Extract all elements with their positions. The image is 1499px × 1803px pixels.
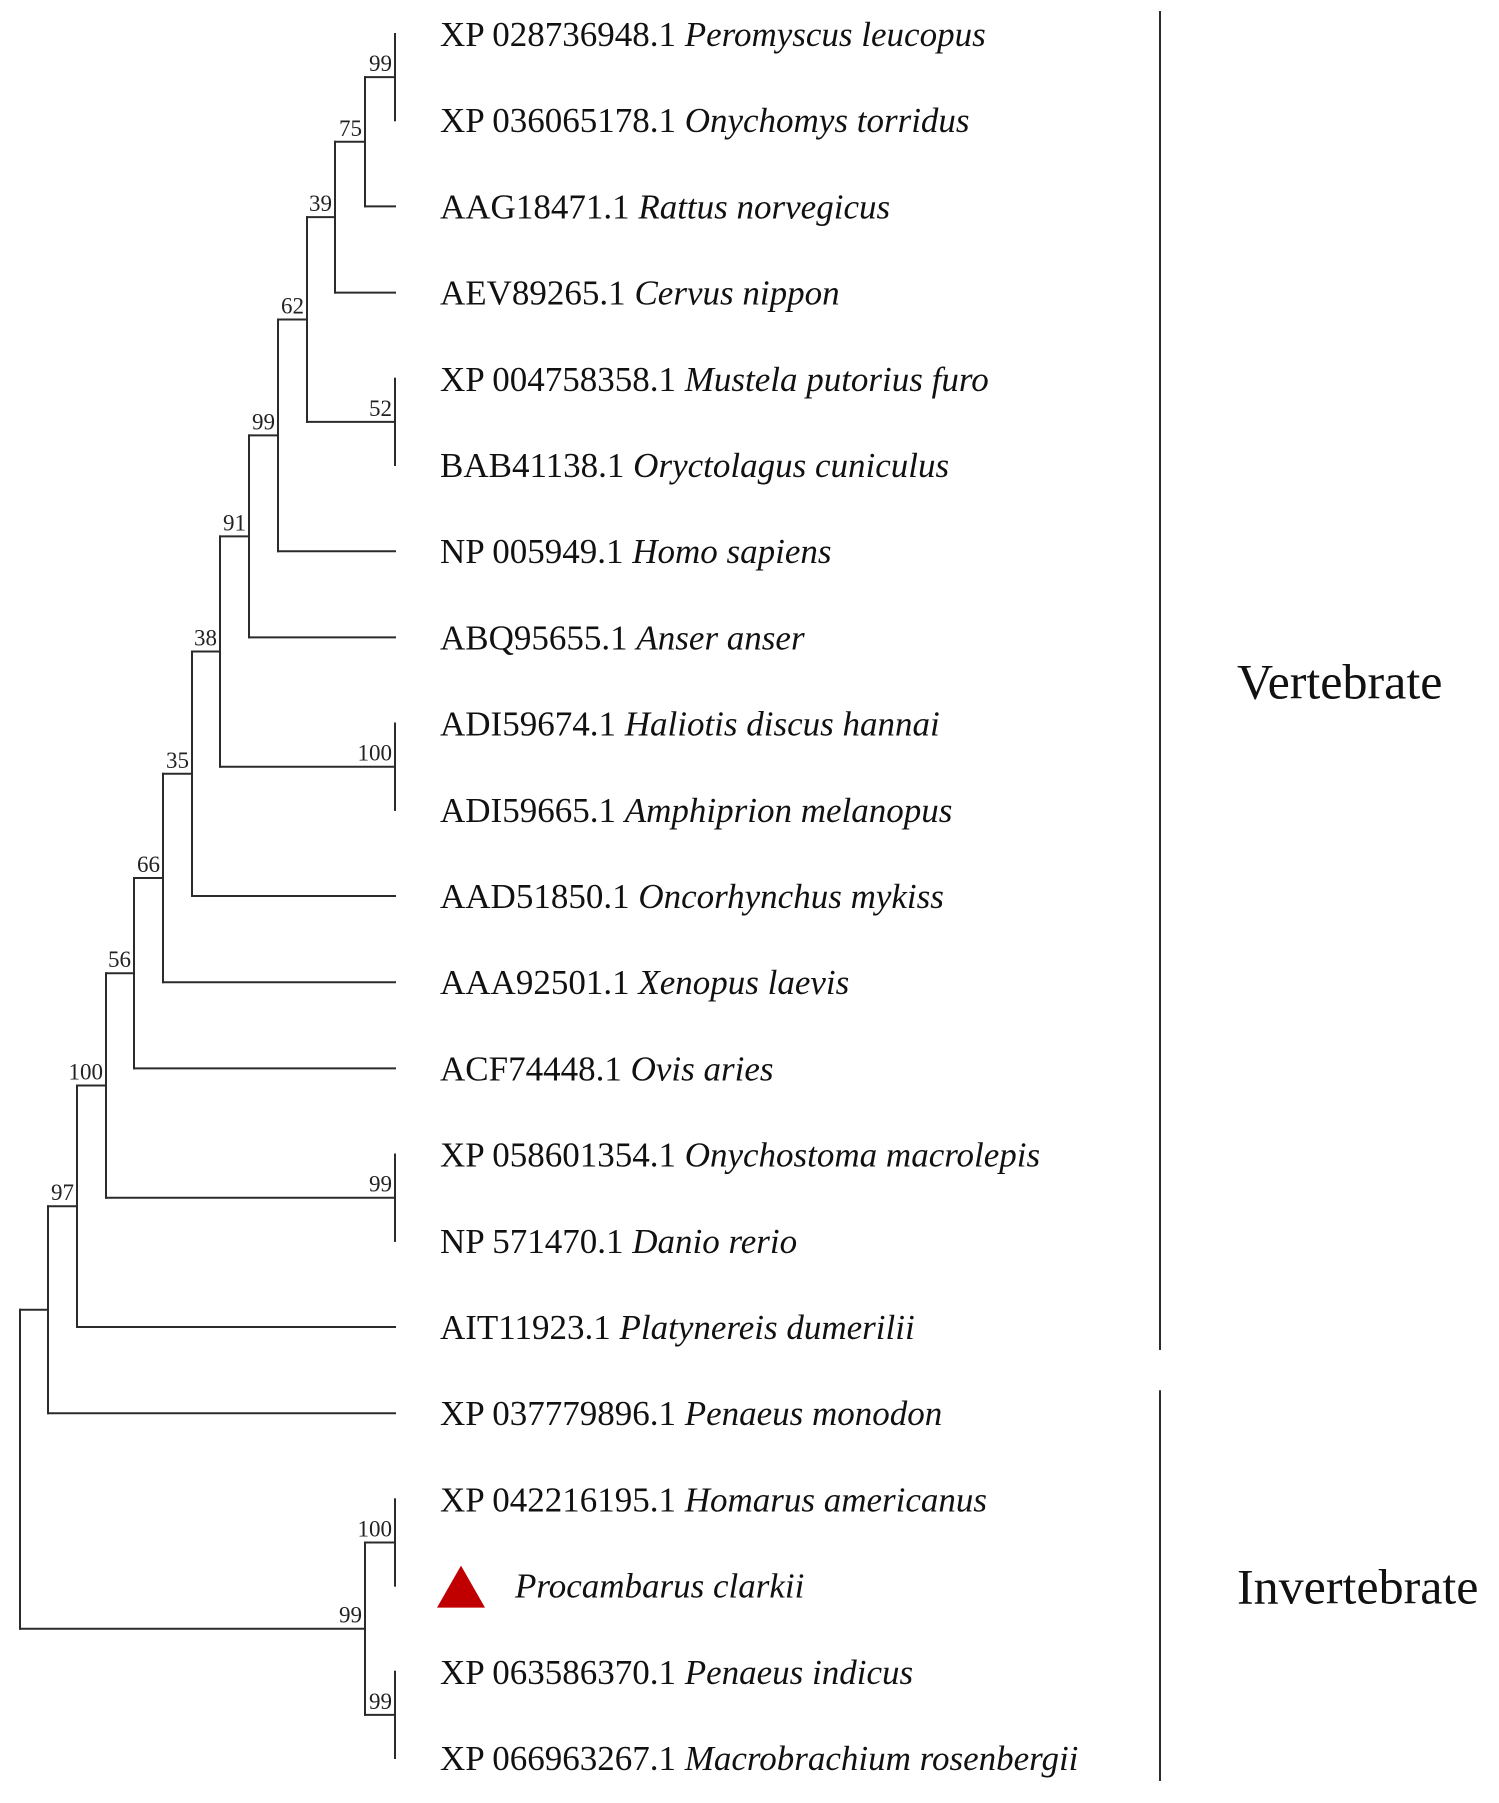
- bootstrap-value-n4: 52: [369, 396, 392, 421]
- taxon-label: AIT11923.1 Platynereis dumerilii: [440, 1308, 915, 1347]
- taxon-label: ACF74448.1 Ovis aries: [440, 1049, 774, 1088]
- taxon-species: Anser anser: [634, 618, 805, 657]
- taxon-species: Penaeus monodon: [684, 1394, 943, 1433]
- bootstrap-value-n6: 99: [252, 409, 275, 434]
- taxon-accession: ADI59674.1: [440, 705, 625, 744]
- taxon-species: Mustela putorius furo: [684, 360, 989, 399]
- taxon-label: BAB41138.1 Oryctolagus cuniculus: [440, 446, 949, 485]
- bootstrap-value-n3: 39: [309, 191, 332, 216]
- taxon-label: AAG18471.1 Rattus norvegicus: [440, 187, 890, 226]
- taxon-accession: AAA92501.1: [440, 963, 638, 1002]
- bootstrap-values: 99 75 39 52 62 99 91 100 38 35 66 56 99 100 97 100 99 99: [51, 51, 392, 1714]
- taxon-accession: XP 004758358.1: [440, 360, 685, 399]
- taxon-label: ADI59665.1 Amphiprion melanopus: [440, 791, 952, 830]
- group-label-vertebrate: Vertebrate: [1237, 654, 1442, 710]
- taxon-species: Onychomys torridus: [685, 101, 970, 140]
- taxon-species: Cervus nippon: [634, 274, 839, 313]
- taxon-accession: XP 063586370.1: [440, 1653, 685, 1692]
- taxon-accession: NP 005949.1: [440, 532, 632, 571]
- taxon-label: ADI59674.1 Haliotis discus hannai: [440, 705, 940, 744]
- bootstrap-value-n17: 100: [358, 1517, 393, 1542]
- taxon-accession: XP 058601354.1: [440, 1136, 685, 1175]
- taxon-species: Danio rerio: [631, 1222, 797, 1261]
- taxon-accession: AAG18471.1: [440, 187, 638, 226]
- taxon-accession: XP 028736948.1: [440, 15, 685, 54]
- taxon-species: Oryctolagus cuniculus: [633, 446, 949, 485]
- bootstrap-value-n12: 56: [108, 947, 131, 972]
- taxon-species: Homo sapiens: [631, 532, 831, 571]
- taxon-species: Macrobrachium rosenbergii: [684, 1739, 1079, 1778]
- bootstrap-value-n1: 99: [369, 51, 392, 76]
- taxon-label: XP 004758358.1 Mustela putorius furo: [440, 360, 989, 399]
- taxon-species: Xenopus laevis: [636, 963, 849, 1002]
- taxon-accession: BAB41138.1: [440, 446, 633, 485]
- taxon-species: Peromyscus leucopus: [684, 15, 986, 54]
- taxon-accession: ACF74448.1: [440, 1049, 631, 1088]
- bootstrap-value-n13: 99: [369, 1172, 392, 1197]
- bootstrap-value-n18: 99: [369, 1689, 392, 1714]
- taxon-label: XP 036065178.1 Onychomys torridus: [440, 101, 970, 140]
- taxon-species: Ovis aries: [631, 1049, 774, 1088]
- taxon-label: AEV89265.1 Cervus nippon: [440, 274, 840, 313]
- taxon-species: Homarus americanus: [684, 1480, 987, 1519]
- taxon-label: XP 042216195.1 Homarus americanus: [440, 1480, 987, 1519]
- bootstrap-value-n8: 100: [358, 741, 393, 766]
- taxon-label: AAA92501.1 Xenopus laevis: [440, 963, 849, 1002]
- taxon-species: Amphiprion melanopus: [623, 791, 953, 830]
- taxon-label: ABQ95655.1 Anser anser: [440, 618, 805, 657]
- bootstrap-value-n14: 100: [69, 1059, 104, 1084]
- tree-branches: [19, 33, 396, 1759]
- taxon-accession: XP 066963267.1: [440, 1739, 685, 1778]
- taxon-label: XP 058601354.1 Onychostoma macrolepis: [440, 1136, 1040, 1175]
- taxon-label: XP 063586370.1 Penaeus indicus: [440, 1653, 913, 1692]
- taxon-accession: AIT11923.1: [440, 1308, 620, 1347]
- taxon-species: Oncorhynchus mykiss: [638, 877, 944, 916]
- bootstrap-value-n5: 62: [281, 294, 304, 319]
- taxon-accession: AEV89265.1: [440, 274, 634, 313]
- group-label-invertebrate: Invertebrate: [1237, 1559, 1479, 1615]
- bootstrap-value-n10: 35: [166, 748, 189, 773]
- taxon-accession: ADI59665.1: [440, 791, 625, 830]
- bootstrap-value-n11: 66: [137, 852, 160, 877]
- taxon-accession: ABQ95655.1: [440, 618, 636, 657]
- bootstrap-value-n9: 38: [194, 626, 217, 651]
- bootstrap-value-n7: 91: [223, 510, 246, 535]
- taxon-species: Rattus norvegicus: [637, 187, 890, 226]
- taxon-species: Haliotis discus hannai: [624, 705, 940, 744]
- taxon-label: Procambarus clarkii: [514, 1567, 804, 1606]
- bootstrap-value-n15: 97: [51, 1180, 74, 1205]
- taxon-label: XP 066963267.1 Macrobrachium rosenbergii: [440, 1739, 1078, 1778]
- taxon-accession: AAD51850.1: [440, 877, 638, 916]
- taxon-labels: XP 028736948.1 Peromyscus leucopus XP 036…: [437, 15, 1078, 1778]
- bootstrap-value-n19: 99: [339, 1603, 362, 1628]
- bootstrap-value-n2: 75: [339, 116, 362, 141]
- taxon-species: Procambarus clarkii: [514, 1567, 804, 1606]
- taxon-species: Platynereis dumerilii: [619, 1308, 915, 1347]
- taxon-label: AAD51850.1 Oncorhynchus mykiss: [440, 877, 944, 916]
- taxon-species: Onychostoma macrolepis: [685, 1136, 1040, 1175]
- taxon-accession: XP 036065178.1: [440, 101, 685, 140]
- taxon-label: XP 028736948.1 Peromyscus leucopus: [440, 15, 986, 54]
- taxon-accession: XP 042216195.1: [440, 1480, 685, 1519]
- taxon-species: Penaeus indicus: [684, 1653, 913, 1692]
- taxon-label: XP 037779896.1 Penaeus monodon: [440, 1394, 942, 1433]
- taxon-label: NP 571470.1 Danio rerio: [440, 1222, 797, 1261]
- taxon-accession: XP 037779896.1: [440, 1394, 685, 1433]
- taxon-label: NP 005949.1 Homo sapiens: [440, 532, 832, 571]
- red-triangle-icon: [437, 1565, 485, 1608]
- taxon-accession: NP 571470.1: [440, 1222, 632, 1261]
